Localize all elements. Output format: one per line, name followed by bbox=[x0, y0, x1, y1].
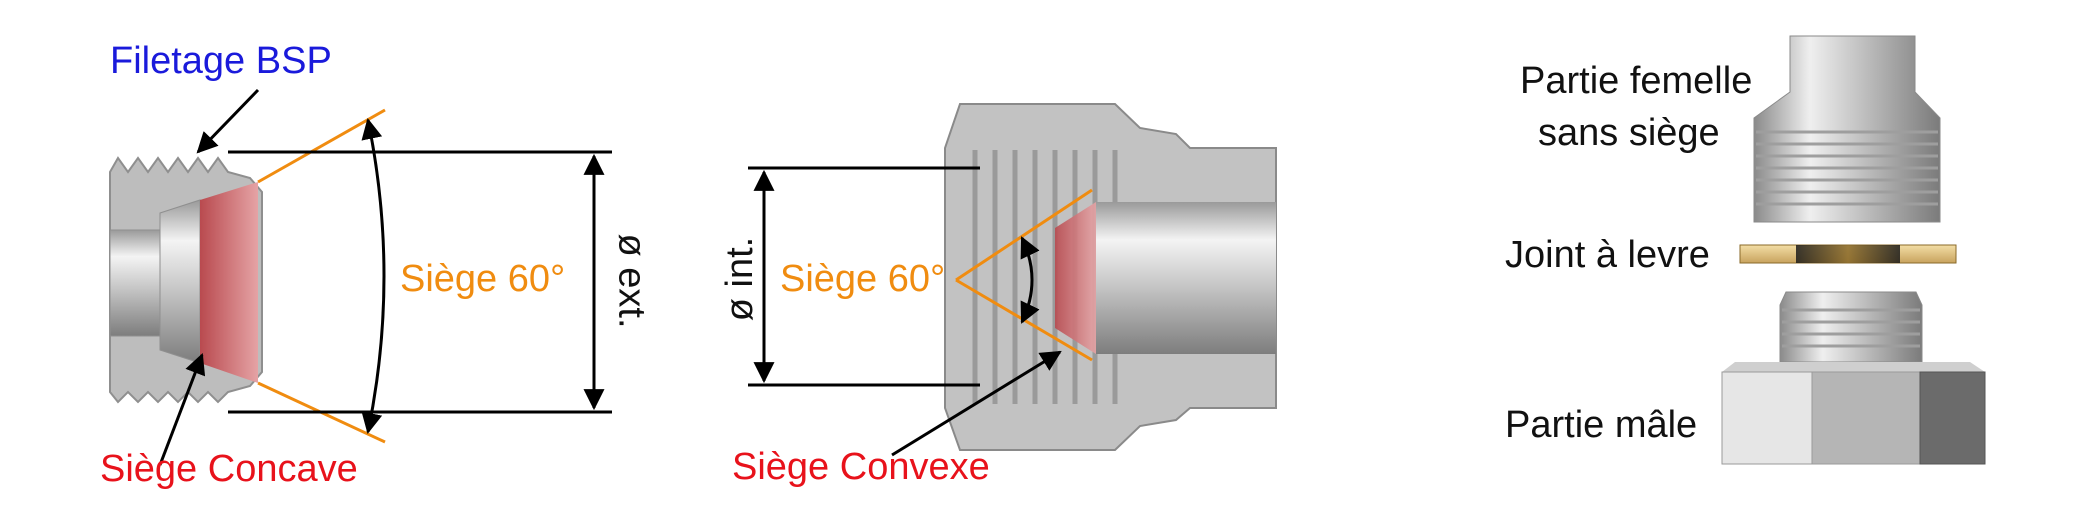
convex-bore bbox=[1096, 202, 1276, 354]
label-diametre-int: ø int. bbox=[719, 236, 762, 322]
concave-fitting bbox=[109, 88, 612, 466]
label-siege-convexe: Siège Convexe bbox=[732, 446, 990, 488]
label-partie-male: Partie mâle bbox=[1505, 404, 1698, 446]
concave-seat-surface bbox=[200, 182, 258, 383]
convex-fitting bbox=[748, 103, 1277, 457]
hex-face-mid bbox=[1811, 371, 1921, 465]
label-sans-siege: sans siège bbox=[1538, 112, 1720, 154]
male-thread bbox=[1779, 291, 1923, 363]
hex-face-dark bbox=[1919, 371, 1986, 465]
label-filetage-bsp: Filetage BSP bbox=[110, 40, 332, 82]
hex-face-light bbox=[1721, 371, 1813, 465]
label-joint-levre: Joint à levre bbox=[1505, 234, 1710, 276]
assembly-exploded bbox=[1721, 35, 1986, 465]
label-siege-concave: Siège Concave bbox=[100, 448, 358, 490]
convex-seat-surface bbox=[1055, 202, 1096, 354]
label-diametre-ext: ø ext. bbox=[610, 233, 653, 329]
label-siege-60-mid: Siège 60° bbox=[780, 258, 946, 300]
female-part bbox=[1753, 35, 1941, 223]
label-partie-femelle: Partie femelle bbox=[1520, 60, 1753, 102]
label-siege-60-left: Siège 60° bbox=[400, 258, 566, 300]
